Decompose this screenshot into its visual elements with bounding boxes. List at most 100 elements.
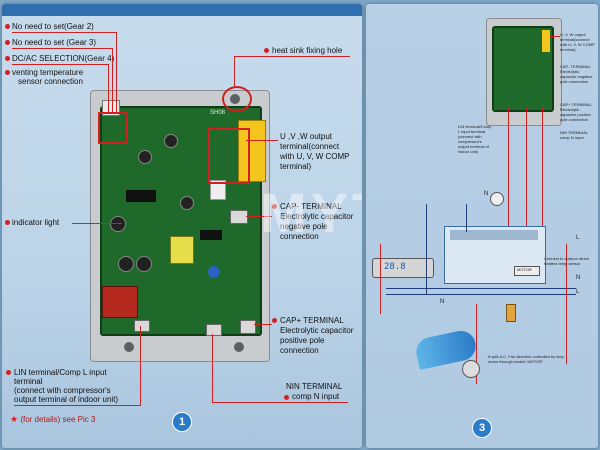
label-uvw-2: terminal(connect <box>280 142 340 151</box>
label-dcac: DC/AC SELECTION(Gear 4) <box>12 54 115 63</box>
label-cap-plus-1: Electrolytic capacitor <box>280 326 354 335</box>
bullet-gear3 <box>5 40 10 45</box>
wire-1 <box>508 108 509 226</box>
capacitor-5 <box>138 150 152 164</box>
label-gear3: No need to set (Gear 3) <box>12 38 97 47</box>
leader-lin-h <box>14 405 140 406</box>
label-uvw-4: terminal) <box>280 162 312 171</box>
fan-motor-icon <box>462 360 480 378</box>
small-note-cap-minus: CAP- TERMINAL Electrolytic capacitor neg… <box>560 64 593 84</box>
small-note-lin: LIN terminal/Comp L input terminal (conn… <box>458 124 492 154</box>
small-uvw-connector <box>542 30 550 52</box>
wire-red-left <box>380 244 381 314</box>
plate-hole-bottom-right <box>234 342 244 352</box>
uvw-connector-block <box>238 120 266 182</box>
label-n3: N <box>440 299 445 305</box>
wire-blue-3 <box>426 204 427 294</box>
small-leader-1 <box>550 36 560 37</box>
small-note-nin: NIN TERMINAL comp N input <box>560 130 589 140</box>
details-note: ★ (for details) see Pic 3 <box>10 414 95 425</box>
terminal-cap-plus <box>240 320 256 334</box>
manual-page-left: SH08 No need to set(Gear 2) No need to s… <box>2 4 362 448</box>
callout-box-heatsink <box>222 86 252 112</box>
chip-1 <box>126 190 156 202</box>
label-l1: L <box>576 235 580 241</box>
bullet-lin <box>6 370 11 375</box>
label-indicator: indicator light <box>12 218 60 227</box>
bullet-gear2 <box>5 24 10 29</box>
bullet-cap-plus <box>272 318 277 323</box>
label-lin-2: terminal <box>14 377 43 386</box>
callout-box-dip <box>98 112 128 144</box>
display-panel <box>372 258 434 278</box>
page-top-band <box>2 4 362 16</box>
small-note-uvw: U, V, W output terminal(connect with U, … <box>560 32 595 52</box>
leader-nin-h <box>212 402 348 403</box>
page-number-badge: 1 <box>172 412 192 432</box>
leader-heat-sink-v <box>234 56 235 88</box>
motor-socket <box>514 266 540 276</box>
terminal-nin <box>206 324 222 336</box>
leader-lin-v <box>140 326 141 406</box>
terminal-cap-minus <box>230 210 248 224</box>
leader-vertical-3 <box>108 64 109 114</box>
callout-box-uvw <box>208 128 250 184</box>
label-cap-plus-3: connection <box>280 346 319 355</box>
valve-icon <box>506 304 516 322</box>
leader-heat-sink-h <box>234 56 350 57</box>
leader-uvw <box>246 140 278 141</box>
label-cap-plus-title: CAP+ TERMINAL <box>280 316 344 325</box>
plate-hole-bottom-left <box>124 342 134 352</box>
label-n2: N <box>576 275 581 281</box>
label-cap-minus-2: negative pole <box>280 222 328 231</box>
page-number-badge-right: 3 <box>472 418 492 438</box>
wire-red-right <box>566 244 567 364</box>
white-relay <box>210 180 226 200</box>
inductor-yellow <box>170 236 194 264</box>
capacitor-3 <box>110 216 126 232</box>
small-note-cap-plus: CAP+ TERMINAL Electrolytic capacitor pos… <box>560 102 592 122</box>
leader-gear3 <box>12 48 112 49</box>
leader-vertical-1 <box>116 32 117 114</box>
wire-blue-2 <box>386 294 576 295</box>
label-uvw-3: with U, V, W COMP <box>280 152 350 161</box>
terminal-lin <box>134 320 150 332</box>
bullet-indicator <box>5 220 10 225</box>
leader-cap-plus <box>254 324 272 325</box>
note-fan-direction: If split A.C. Fan direction controlled b… <box>488 354 564 364</box>
chip-2 <box>200 230 222 240</box>
label-cap-minus-3: connection <box>280 232 319 241</box>
capacitor-6 <box>164 134 178 148</box>
label-nin-2: comp N input <box>292 392 340 401</box>
leader-dcac <box>12 64 108 65</box>
capacitor-2 <box>136 256 152 272</box>
details-text: (for details) see Pic 3 <box>20 415 96 424</box>
label-cap-minus-title: CAP- TERMINAL <box>280 202 342 211</box>
capacitor-4 <box>180 196 194 210</box>
label-motor: MOTOR <box>517 267 532 272</box>
label-gear2: No need to set(Gear 2) <box>12 22 94 31</box>
leader-cap-minus <box>246 216 272 217</box>
label-n1: N <box>484 191 489 197</box>
bullet-venting <box>5 70 10 75</box>
label-connect-sensor: Connect to outdoor direct heaters temp s… <box>544 256 589 266</box>
wire-3 <box>542 108 543 226</box>
power-module <box>102 286 138 318</box>
bullet-heat-sink <box>264 48 269 53</box>
fan-top-icon <box>490 192 504 206</box>
leader-gear2 <box>12 32 116 33</box>
label-venting-2: sensor connection <box>18 77 83 86</box>
display-readout: 28.8 <box>384 262 406 272</box>
relay-row <box>450 230 538 240</box>
label-nin-1: NIN TERMINAL <box>286 382 343 391</box>
label-heat-sink: heat sink fixing hole <box>272 46 343 55</box>
bullet-nin <box>284 395 289 400</box>
label-l2: L <box>576 289 580 295</box>
wire-red-bottom <box>476 304 477 384</box>
label-venting-1: venting temperature <box>12 68 84 77</box>
watermark-text: MYTZHΣ <box>260 181 362 244</box>
wire-blue-4 <box>466 204 467 232</box>
label-uvw-1: U ,V ,W output <box>280 132 333 141</box>
label-lin-1: LIN terminal/Comp L input <box>14 368 107 377</box>
leader-nin-v <box>212 334 213 402</box>
